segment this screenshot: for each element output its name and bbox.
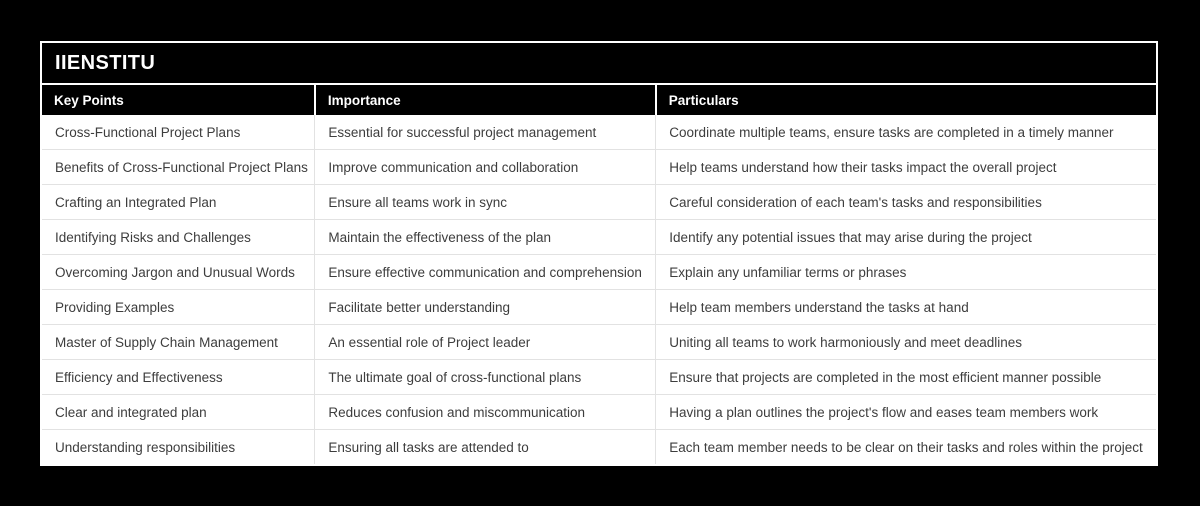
table-cell: Understanding responsibilities <box>42 429 315 464</box>
table-cell: Essential for successful project managem… <box>314 115 656 150</box>
column-header-importance: Importance <box>313 85 656 115</box>
table-cell: Ensuring all tasks are attended to <box>314 429 656 464</box>
table-cell: Identify any potential issues that may a… <box>655 219 1156 255</box>
table-cell: Facilitate better understanding <box>314 289 656 325</box>
table-cell: Improve communication and collaboration <box>314 149 656 185</box>
table-cell: The ultimate goal of cross-functional pl… <box>314 359 656 395</box>
table-cell: Providing Examples <box>42 289 315 325</box>
table-cell: Clear and integrated plan <box>42 394 315 430</box>
table-cell: Efficiency and Effectiveness <box>42 359 315 395</box>
column-header-particulars: Particulars <box>654 85 1156 115</box>
table-cell: An essential role of Project leader <box>314 324 656 360</box>
table-cell: Ensure all teams work in sync <box>314 184 656 220</box>
table-cell: Crafting an Integrated Plan <box>42 184 315 220</box>
table-cell: Reduces confusion and miscommunication <box>314 394 656 430</box>
table-row: Benefits of Cross-Functional Project Pla… <box>42 149 1156 185</box>
table-cell: Uniting all teams to work harmoniously a… <box>655 324 1156 360</box>
brand-header: IIENSTITU <box>42 43 1156 83</box>
table-cell: Help team members understand the tasks a… <box>655 289 1156 325</box>
table-cell: Overcoming Jargon and Unusual Words <box>42 254 315 290</box>
brand-title: IIENSTITU <box>55 51 156 74</box>
table-cell: Careful consideration of each team's tas… <box>655 184 1156 220</box>
table-cell: Master of Supply Chain Management <box>42 324 315 360</box>
table-cell: Ensure that projects are completed in th… <box>655 359 1156 395</box>
table-cell: Cross-Functional Project Plans <box>42 115 315 150</box>
table-cell: Each team member needs to be clear on th… <box>655 429 1156 464</box>
table-cell: Help teams understand how their tasks im… <box>655 149 1156 185</box>
table-cell: Benefits of Cross-Functional Project Pla… <box>42 149 315 185</box>
table-cell: Maintain the effectiveness of the plan <box>314 219 656 255</box>
column-header-key-points: Key Points <box>42 85 315 115</box>
table-cell: Explain any unfamiliar terms or phrases <box>655 254 1156 290</box>
table-cell: Having a plan outlines the project's flo… <box>655 394 1156 430</box>
table-cell: Ensure effective communication and compr… <box>314 254 656 290</box>
table-cell: Identifying Risks and Challenges <box>42 219 315 255</box>
table-cell: Coordinate multiple teams, ensure tasks … <box>655 115 1156 150</box>
